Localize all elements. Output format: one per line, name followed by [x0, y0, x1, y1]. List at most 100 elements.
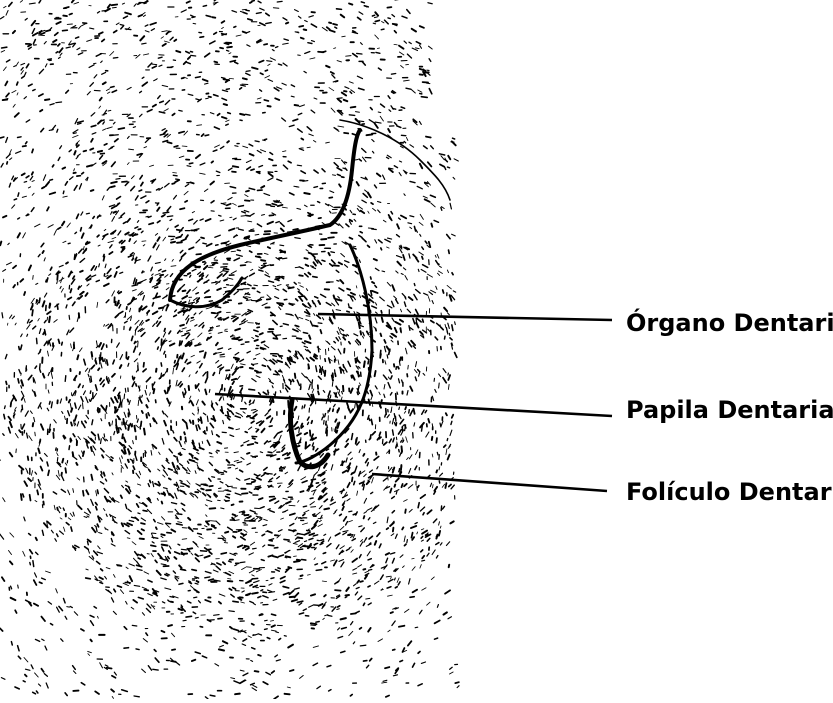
- tissue-stipple: [84, 517, 87, 518]
- tissue-stipple: [198, 533, 202, 534]
- tissue-stipple: [219, 649, 224, 650]
- tissue-stipple: [147, 311, 149, 313]
- tissue-stipple: [318, 391, 319, 394]
- tissue-stipple: [355, 272, 358, 274]
- tissue-stipple: [119, 292, 122, 294]
- tissue-stipple: [385, 20, 389, 24]
- tissue-stipple: [269, 159, 273, 160]
- tissue-stipple: [391, 534, 394, 536]
- tissue-stipple: [168, 600, 170, 601]
- tissue-stipple: [288, 220, 292, 222]
- tissue-stipple: [0, 628, 3, 631]
- tissue-stipple: [147, 110, 152, 112]
- tissue-stipple: [242, 212, 246, 213]
- tissue-stipple: [189, 386, 190, 390]
- tissue-stipple: [161, 564, 166, 565]
- tissue-stipple: [4, 6, 7, 8]
- tissue-stipple: [117, 301, 119, 306]
- tissue-stipple: [159, 112, 165, 113]
- tissue-stipple: [445, 336, 446, 339]
- tissue-stipple: [423, 373, 425, 375]
- tissue-stipple: [388, 383, 390, 388]
- tissue-stipple: [11, 598, 16, 600]
- tissue-stipple: [141, 231, 143, 233]
- tissue-stipple: [289, 125, 294, 126]
- tissue-stipple: [63, 191, 64, 194]
- tissue-stipple: [221, 508, 224, 509]
- tissue-stipple: [401, 309, 402, 312]
- tissue-stipple: [304, 510, 309, 513]
- tissue-stipple: [240, 680, 245, 683]
- tissue-stipple: [2, 313, 3, 318]
- tissue-stipple: [339, 263, 342, 265]
- tissue-stipple: [236, 35, 241, 36]
- tissue-stipple: [108, 110, 111, 111]
- tissue-stipple: [132, 542, 136, 545]
- tissue-stipple: [58, 157, 60, 160]
- tissue-stipple: [207, 500, 212, 502]
- tissue-stipple: [277, 285, 281, 286]
- tissue-stipple: [19, 430, 20, 432]
- tissue-stipple: [422, 588, 426, 590]
- tissue-stipple: [92, 420, 93, 425]
- tissue-stipple: [277, 477, 280, 479]
- tissue-stipple: [187, 62, 190, 63]
- tissue-stipple: [452, 273, 453, 275]
- tissue-stipple: [311, 623, 317, 624]
- tissue-stipple: [132, 258, 133, 260]
- tissue-stipple: [299, 613, 303, 614]
- tissue-stipple: [160, 101, 164, 102]
- tissue-stipple: [86, 213, 89, 214]
- tissue-stipple: [21, 494, 22, 500]
- tissue-stipple: [353, 642, 354, 644]
- tissue-stipple: [328, 391, 330, 397]
- tissue-stipple: [368, 193, 371, 198]
- tissue-stipple: [65, 416, 66, 420]
- tissue-stipple: [336, 270, 339, 272]
- tissue-stipple: [255, 671, 259, 672]
- tissue-stipple: [164, 109, 169, 112]
- tissue-stipple: [375, 541, 376, 545]
- tissue-stipple: [81, 228, 82, 231]
- tissue-stipple: [327, 342, 330, 345]
- tissue-stipple: [289, 287, 294, 288]
- tissue-stipple: [188, 601, 191, 603]
- tissue-stipple: [387, 305, 392, 308]
- tissue-stipple: [216, 452, 217, 454]
- tissue-stipple: [235, 329, 240, 331]
- tissue-stipple: [348, 295, 353, 297]
- tissue-stipple: [428, 162, 432, 166]
- tissue-stipple: [177, 524, 183, 525]
- tissue-stipple: [152, 66, 156, 68]
- tissue-stipple: [39, 582, 42, 583]
- tissue-stipple: [423, 196, 427, 198]
- tissue-stipple: [416, 310, 419, 315]
- tissue-stipple: [120, 458, 122, 464]
- tissue-stipple: [318, 376, 321, 379]
- tissue-stipple: [443, 369, 446, 373]
- tissue-stipple: [1, 51, 4, 53]
- tissue-stipple: [167, 369, 168, 372]
- tissue-stipple: [346, 224, 349, 227]
- tissue-stipple: [65, 693, 67, 696]
- tissue-stipple: [319, 604, 323, 606]
- tissue-stipple: [252, 575, 254, 576]
- tissue-stipple: [235, 416, 240, 418]
- tissue-stipple: [120, 355, 123, 360]
- tissue-stipple: [128, 303, 130, 304]
- tissue-stipple: [102, 39, 105, 41]
- tissue-stipple: [118, 231, 121, 235]
- tissue-stipple: [82, 421, 83, 423]
- tissue-stipple: [336, 299, 342, 300]
- tissue-stipple: [39, 69, 43, 73]
- tissue-stipple: [281, 518, 284, 519]
- tissue-stipple: [391, 410, 392, 412]
- tissue-stipple: [294, 561, 299, 562]
- tissue-stipple: [162, 271, 165, 272]
- tissue-stipple: [399, 173, 401, 176]
- tissue-stipple: [252, 1, 254, 2]
- tissue-stipple: [192, 212, 194, 213]
- tissue-stipple: [161, 534, 164, 535]
- tissue-stipple: [71, 438, 72, 440]
- tissue-stipple: [212, 403, 213, 406]
